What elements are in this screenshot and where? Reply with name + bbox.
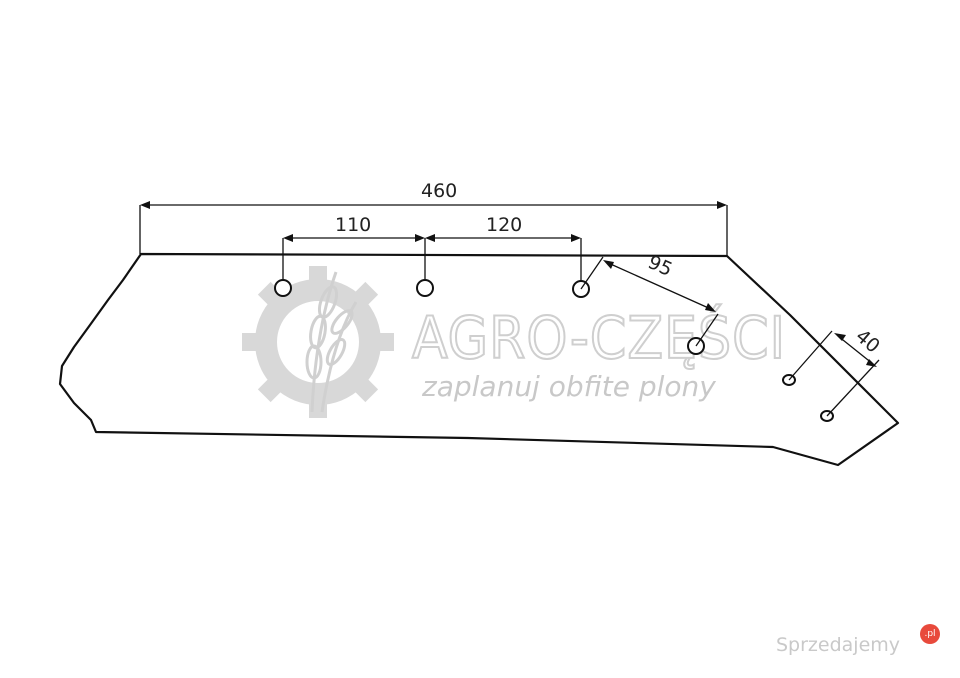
dimension-arrows	[140, 201, 877, 367]
site-watermark: Sprzedajemy	[776, 634, 901, 656]
dim-label-overall: 460	[421, 180, 457, 202]
site-badge: .pl	[920, 624, 940, 644]
dim-label-110: 110	[335, 214, 371, 236]
dim-label-120: 120	[486, 214, 522, 236]
hole	[416, 279, 434, 297]
gear-wheat-icon	[242, 266, 394, 418]
watermark-title: AGRO-CZĘŚCI	[412, 303, 786, 372]
hole	[274, 279, 292, 297]
dim-label-40: 40	[851, 325, 884, 357]
part-outline	[58, 252, 900, 467]
watermark-slogan: zaplanuj obfite plony	[421, 370, 716, 403]
